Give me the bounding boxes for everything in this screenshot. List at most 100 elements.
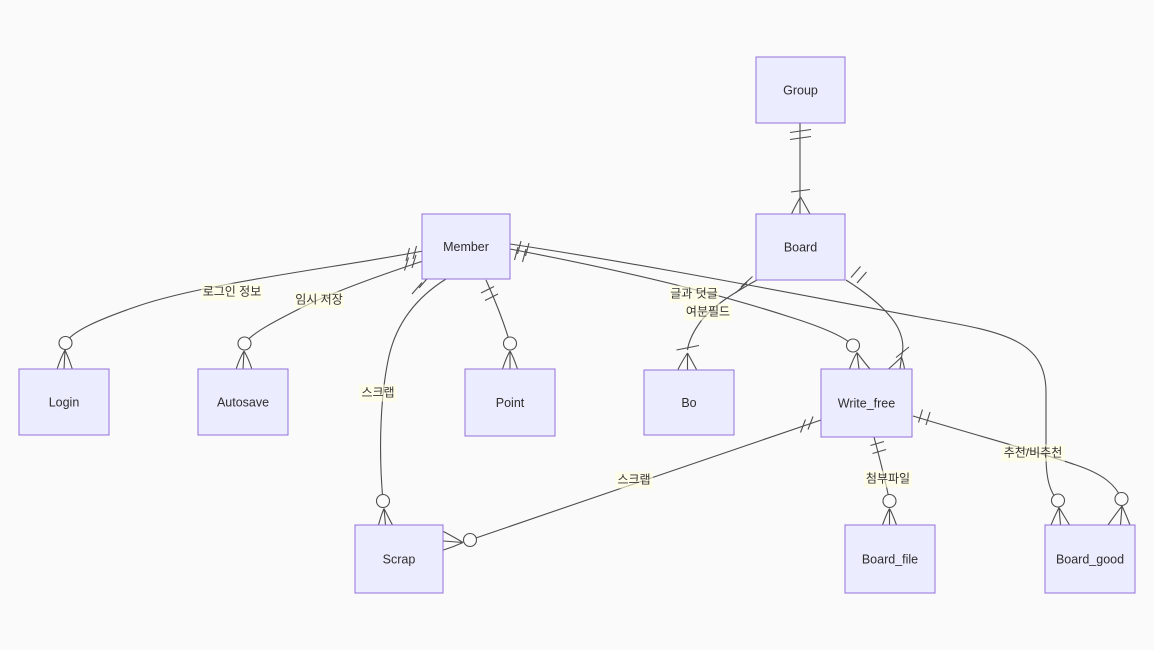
cardinality-zero-circle (237, 336, 252, 351)
entity-box (755, 56, 846, 124)
entities: Group Board Member Login Autosave Point … (18, 56, 1136, 594)
entity-box (643, 369, 735, 436)
entity-label: Group (783, 83, 818, 97)
cardinality-exactly-one-marker (480, 286, 499, 301)
entity-box (844, 524, 936, 594)
label-background (684, 303, 732, 321)
cardinality-exactly-one-marker (850, 266, 867, 284)
crow-foot-marker (848, 352, 871, 370)
cardinality-exactly-one-marker (870, 440, 887, 455)
entity-member: Member (421, 213, 511, 280)
relationship-label-member-autosave: 임시 저장 (294, 291, 344, 309)
entity-write-free: Write_free (820, 368, 913, 438)
label-background (615, 471, 653, 489)
relationship-line (845, 279, 904, 358)
label-background (294, 291, 344, 309)
entity-label: Point (496, 396, 525, 410)
relationships (56, 123, 1131, 551)
relationship-label-board-bo: 여분필드 (684, 303, 732, 321)
cardinality-exactly-one-marker (403, 254, 417, 271)
entity-autosave: Autosave (197, 368, 289, 436)
entity-board-file: Board_file (844, 524, 936, 594)
cardinality-one-or-more-marker (676, 344, 700, 370)
label-text: 추천/비추천 (1004, 445, 1063, 460)
entity-box (755, 213, 846, 281)
crow-foot-marker (235, 350, 253, 370)
label-text: 첨부파일 (866, 472, 910, 486)
cardinality-exactly-one-marker (516, 240, 530, 257)
relationship-labels: 로그인 정보 임시 저장 스크랩 글과 덧글 여분필드 스크랩 첨부파일 추천 (201, 283, 1065, 489)
relationship-line (65, 250, 424, 344)
relationship-line (509, 248, 854, 346)
relationship-line (509, 243, 1058, 501)
entity-label: Board_file (862, 552, 918, 566)
label-text: 글과 덧글 (670, 287, 718, 301)
cardinality-exactly-one-marker (735, 276, 753, 294)
cardinality-zero-circle (502, 336, 518, 351)
relationship-label-member-login: 로그인 정보 (201, 283, 263, 301)
crow-foot-marker (443, 531, 464, 551)
relationship-member-login (56, 245, 424, 370)
relationship-member-board-good (509, 240, 1070, 526)
cardinality-zero-circle (845, 338, 861, 353)
entity-box (1044, 524, 1136, 594)
entity-scrap: Scrap (354, 524, 444, 594)
entity-label: Member (443, 240, 489, 254)
label-text: 임시 저장 (295, 293, 343, 307)
cardinality-zero-circle (58, 335, 73, 351)
relationship-member-autosave (235, 254, 424, 370)
label-background (864, 470, 912, 488)
relationship-member-write-free (509, 246, 871, 370)
cardinality-exactly-one-marker (917, 409, 931, 426)
crow-foot-marker (1107, 505, 1131, 526)
label-text: 스크랩 (361, 386, 394, 400)
entity-bo: Bo (643, 369, 735, 436)
relationship-line (380, 278, 447, 502)
entity-label: Autosave (217, 395, 269, 409)
entity-board-good: Board_good (1044, 524, 1136, 594)
label-text: 여분필드 (686, 305, 730, 319)
cardinality-exactly-one-marker (513, 246, 527, 263)
entity-label: Scrap (383, 552, 416, 566)
cardinality-zero-circle (462, 532, 478, 548)
entity-login: Login (18, 368, 110, 436)
entity-board: Board (755, 213, 846, 281)
relationship-write-free-board-file (870, 436, 898, 526)
entity-point: Point (464, 368, 556, 437)
entity-box (421, 213, 511, 280)
label-background (669, 285, 719, 303)
relationship-label-member-write-free: 글과 덧글 (669, 285, 719, 303)
crow-foot-marker (501, 350, 519, 370)
crow-foot-marker (1050, 507, 1070, 526)
entity-label: Board_good (1056, 552, 1124, 566)
entity-group: Group (755, 56, 846, 124)
relationship-group-board (789, 123, 812, 215)
entity-label: Login (49, 395, 80, 409)
crow-foot-marker (881, 508, 898, 526)
relationship-board-bo (676, 276, 758, 370)
crow-foot-marker (377, 508, 393, 526)
cardinality-exactly-one-marker (789, 128, 812, 141)
relationship-board-write-free (845, 266, 910, 370)
cardinality-one-or-more-marker (888, 346, 910, 370)
entity-box (820, 368, 913, 438)
cardinality-zero-circle (882, 493, 897, 509)
entity-box (18, 368, 110, 436)
cardinality-zero-circle (375, 493, 391, 509)
relationship-write-free-board-good (912, 409, 1131, 526)
relationship-label-write-free-board-file: 첨부파일 (864, 470, 912, 488)
cardinality-one-or-more-marker (790, 188, 811, 215)
relationship-member-point (480, 279, 519, 370)
relationship-label-member-scrap: 스크랩 (359, 384, 397, 402)
relationship-line (485, 279, 511, 344)
cardinality-exactly-one-marker (799, 416, 814, 433)
label-background (359, 384, 397, 402)
label-text: 로그인 정보 (203, 285, 262, 299)
cardinality-zero-circle (1050, 493, 1066, 508)
label-background (201, 283, 263, 301)
label-background (1001, 444, 1065, 462)
entity-box (354, 524, 444, 594)
label-text: 스크랩 (617, 473, 650, 487)
crow-foot-marker (56, 349, 74, 370)
